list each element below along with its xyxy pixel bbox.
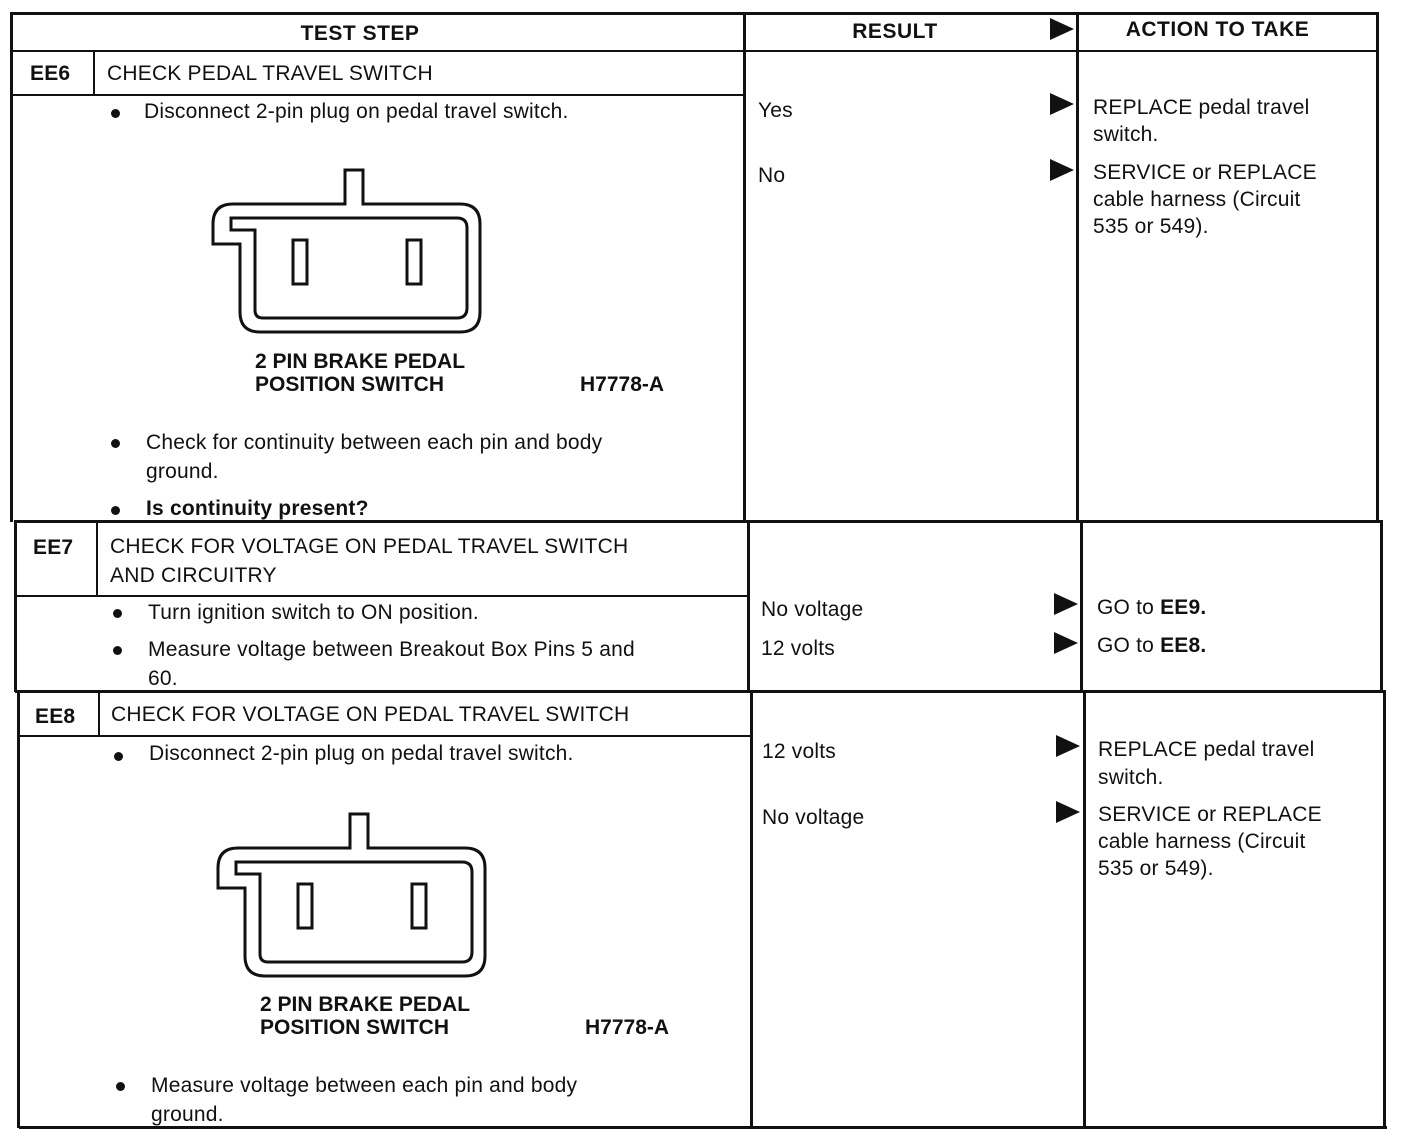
result-column-divider-3 <box>750 690 753 1128</box>
ee8-title: CHECK FOR VOLTAGE ON PEDAL TRAVEL SWITCH <box>111 703 630 726</box>
ee7-title-underline <box>15 595 749 597</box>
ee6-bottom-border <box>14 520 1382 523</box>
bullet-icon <box>114 752 123 761</box>
ee8-step-ref[interactable]: EE8. <box>1160 634 1207 657</box>
result-arrow-icon <box>1054 593 1078 615</box>
ee6-diagram-ref: H7778-A <box>580 373 665 396</box>
ee8-action-no-voltage-line2: cable harness (Circuit <box>1098 830 1306 853</box>
ee7-code-divider <box>96 522 98 596</box>
ee8-title-underline <box>17 735 751 737</box>
ee6-title: CHECK PEDAL TRAVEL SWITCH <box>107 62 433 85</box>
connector-inner-outline <box>234 860 474 964</box>
table-right-border-3 <box>1383 690 1386 1128</box>
ee7-result-12-volts: 12 volts <box>761 637 835 660</box>
ee7-step2-line1: Measure voltage between Breakout Box Pin… <box>148 638 635 661</box>
ee6-action-yes-line1: REPLACE pedal travel <box>1093 96 1310 119</box>
ee7-step2-line2: 60. <box>148 667 178 690</box>
ee8-action-no-voltage-line3: 535 or 549). <box>1098 857 1214 880</box>
ee6-result-yes: Yes <box>758 99 793 122</box>
header-bottom-border <box>10 50 1378 52</box>
ee8-result-12-volts: 12 volts <box>762 740 836 763</box>
header-action: ACTION TO TAKE <box>1125 18 1310 41</box>
header-test-step: TEST STEP <box>300 22 420 45</box>
ee6-diagram-caption-line2: POSITION SWITCH <box>255 373 444 396</box>
connector-diagram-ee6 <box>211 168 482 334</box>
result-arrow-icon <box>1054 632 1078 654</box>
ee9-step-ref[interactable]: EE9. <box>1160 596 1207 619</box>
bullet-icon <box>116 1082 125 1091</box>
connector-pin-left <box>291 238 309 286</box>
header-arrow-icon <box>1050 18 1074 40</box>
ee8-action-12-volts-line1: REPLACE pedal travel <box>1098 738 1315 761</box>
ee6-step1: Disconnect 2-pin plug on pedal travel sw… <box>144 100 569 123</box>
ee6-result-no: No <box>758 164 786 187</box>
connector-outer-outline <box>216 812 487 978</box>
ee8-result-no-voltage: No voltage <box>762 806 865 829</box>
ee6-step3: Is continuity present? <box>146 497 369 520</box>
ee6-title-underline <box>12 94 745 96</box>
bullet-icon <box>111 506 120 515</box>
ee7-title-line2: AND CIRCUITRY <box>110 564 277 587</box>
connector-diagram-ee8 <box>216 812 487 978</box>
ee8-diagram-caption-line1: 2 PIN BRAKE PEDAL <box>260 993 471 1016</box>
ee8-step1: Disconnect 2-pin plug on pedal travel sw… <box>149 742 574 765</box>
ee6-step2-line2: ground. <box>146 460 219 483</box>
ee6-action-no-line1: SERVICE or REPLACE <box>1093 161 1317 184</box>
ee7-title-line1: CHECK FOR VOLTAGE ON PEDAL TRAVEL SWITCH <box>110 535 629 558</box>
ee8-diagram-caption-line2: POSITION SWITCH <box>260 1016 449 1039</box>
ee6-code: EE6 <box>30 62 71 85</box>
table-left-border-3 <box>17 690 20 1128</box>
connector-inner-outline <box>229 216 469 320</box>
action-column-divider-2 <box>1080 520 1083 692</box>
result-arrow-icon <box>1050 159 1074 181</box>
bullet-icon <box>111 109 120 118</box>
ee6-action-yes-line2: switch. <box>1093 123 1159 146</box>
result-column-divider-1 <box>743 12 746 522</box>
ee8-code: EE8 <box>35 705 76 728</box>
ee8-diagram-ref: H7778-A <box>585 1016 670 1039</box>
table-left-border-2 <box>14 520 17 692</box>
connector-pin-right <box>405 238 423 286</box>
ee8-step2-line1: Measure voltage between each pin and bod… <box>151 1074 578 1097</box>
ee6-code-divider <box>93 52 95 95</box>
ee8-step2-line2: ground. <box>151 1103 224 1126</box>
table-left-border-1 <box>10 12 13 522</box>
connector-pin-right <box>410 882 428 930</box>
result-arrow-icon <box>1050 93 1074 115</box>
table-right-border-1 <box>1376 12 1379 522</box>
ee7-step1: Turn ignition switch to ON position. <box>148 601 479 624</box>
ee7-result-no-voltage: No voltage <box>761 598 864 621</box>
ee8-action-12-volts-line2: switch. <box>1098 766 1164 789</box>
bullet-icon <box>111 439 120 448</box>
ee6-action-no-line2: cable harness (Circuit <box>1093 188 1301 211</box>
ee8-code-divider <box>98 692 100 736</box>
ee7-action-no-voltage: GO to EE9. <box>1097 596 1207 619</box>
action-column-divider-1 <box>1076 12 1079 522</box>
ee6-diagram-caption-line1: 2 PIN BRAKE PEDAL <box>255 350 466 373</box>
connector-pin-left <box>296 882 314 930</box>
bullet-icon <box>113 609 122 618</box>
ee8-action-no-voltage-line1: SERVICE or REPLACE <box>1098 803 1322 826</box>
ee6-step2-line1: Check for continuity between each pin an… <box>146 431 603 454</box>
table-bottom-border <box>19 1126 1387 1129</box>
result-column-divider-2 <box>747 520 750 692</box>
result-arrow-icon <box>1056 735 1080 757</box>
table-right-border-2 <box>1380 520 1383 692</box>
header-result: RESULT <box>852 20 938 43</box>
connector-outer-outline <box>211 168 482 334</box>
bullet-icon <box>113 646 122 655</box>
table-top-border <box>10 12 1378 15</box>
ee7-action-12-volts: GO to EE8. <box>1097 634 1207 657</box>
result-arrow-icon <box>1056 801 1080 823</box>
ee6-action-no-line3: 535 or 549). <box>1093 215 1209 238</box>
ee7-code: EE7 <box>33 536 74 559</box>
ee7-bottom-border <box>15 690 1383 693</box>
action-column-divider-3 <box>1083 690 1086 1128</box>
